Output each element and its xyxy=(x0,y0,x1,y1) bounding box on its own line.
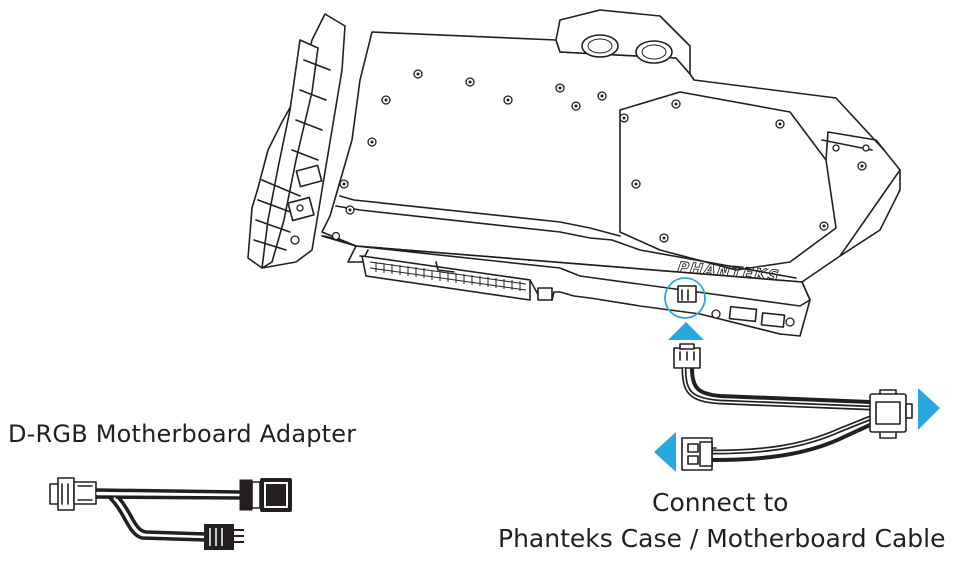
gpu-waterblock-illustration: PHANTEKS xyxy=(247,9,901,337)
d-rgb-header-location xyxy=(664,277,706,319)
adapter-title: D-RGB Motherboard Adapter xyxy=(8,420,357,448)
arrow-left-icon xyxy=(654,432,676,472)
arrow-up-icon xyxy=(668,322,704,340)
arrow-right-icon xyxy=(918,388,940,430)
pci-bracket xyxy=(247,13,346,269)
connect-caption-line2: Phanteks Case / Motherboard Cable xyxy=(498,524,946,553)
d-rgb-adapter-cable-icon xyxy=(49,477,292,550)
splitter-cable-icon xyxy=(673,343,913,471)
pcie-connector xyxy=(361,255,553,301)
connect-caption-line1: Connect to xyxy=(652,488,789,517)
waterblock-plate: PHANTEKS xyxy=(321,9,901,337)
highlight-circle xyxy=(664,277,706,319)
